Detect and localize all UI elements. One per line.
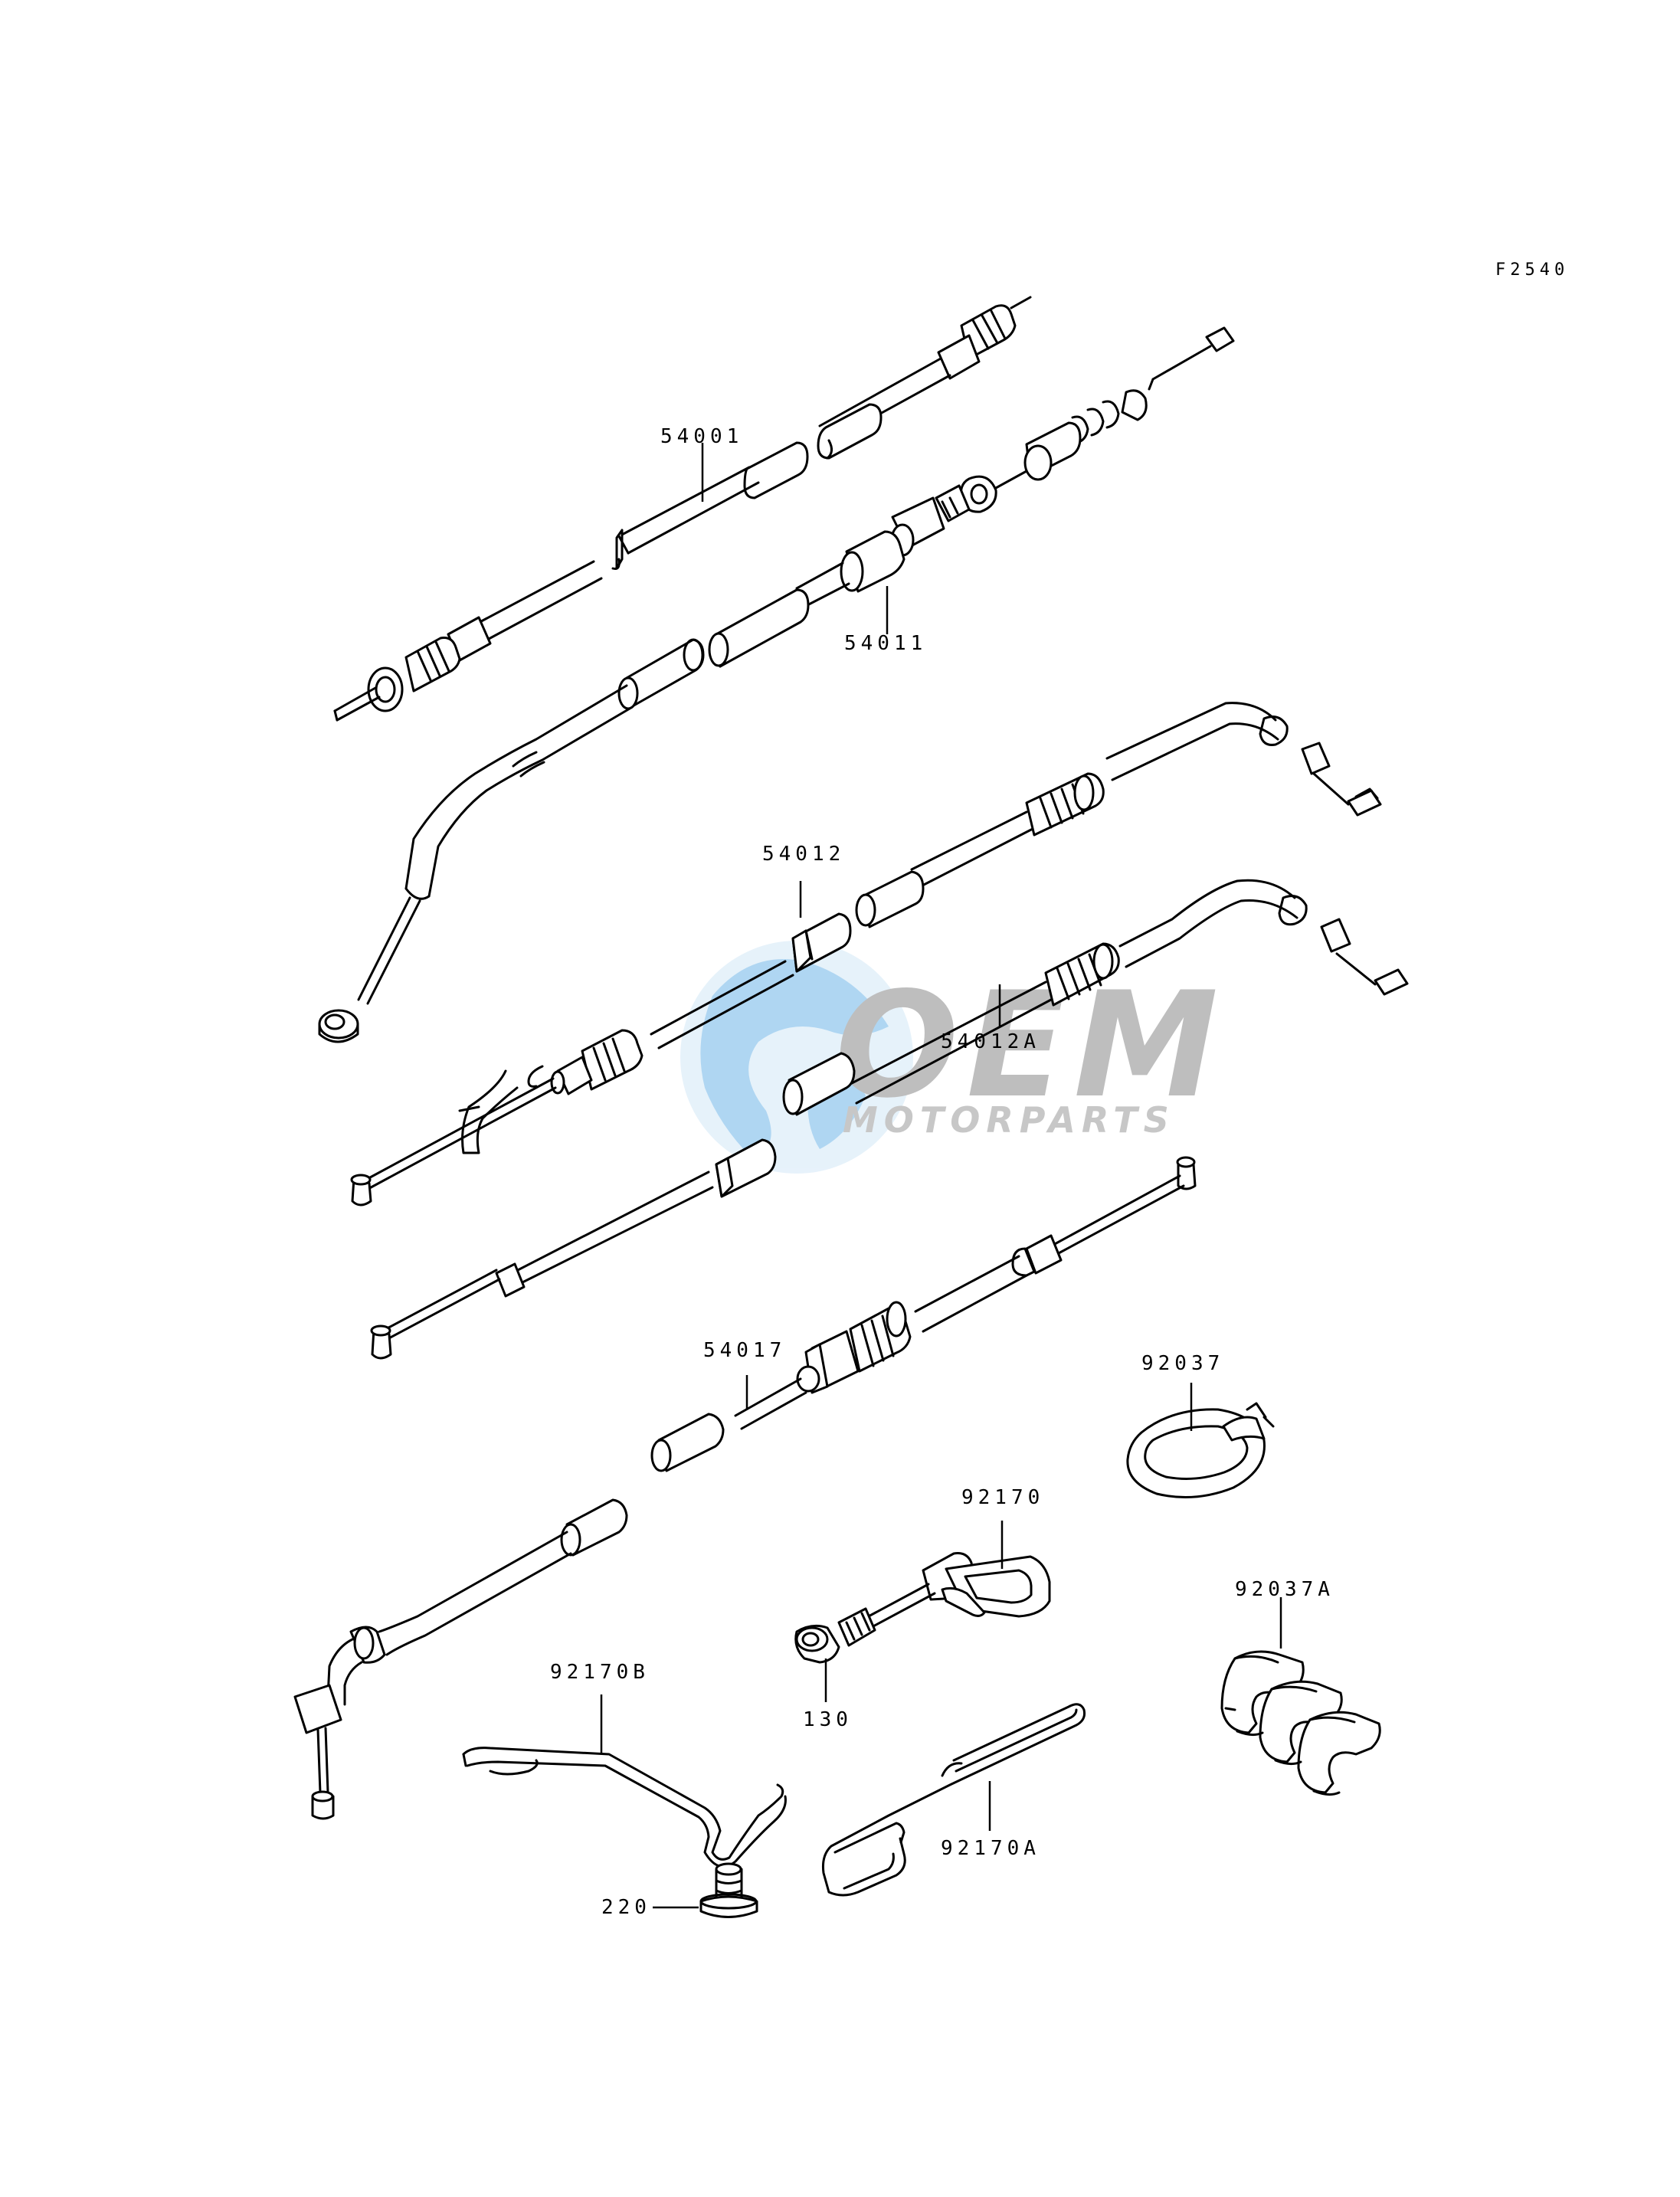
- callout-130[interactable]: 130: [803, 1708, 853, 1731]
- cable-54012: [350, 702, 1382, 1207]
- callout-92170A[interactable]: 92170A: [941, 1837, 1040, 1860]
- callout-92170[interactable]: 92170: [961, 1486, 1045, 1509]
- callout-54011[interactable]: 54011: [844, 632, 928, 655]
- watermark-tagline: MOTORPARTS: [843, 1099, 1175, 1141]
- cable-54012A: [370, 879, 1409, 1360]
- figure-code: F2540: [1495, 260, 1570, 280]
- callout-54001[interactable]: 54001: [660, 425, 744, 448]
- callout-54012[interactable]: 54012: [762, 843, 846, 866]
- clamp-92170A: [822, 1703, 1086, 1897]
- cable-54011: [318, 326, 1235, 1043]
- holder-92037A: [1220, 1650, 1381, 1796]
- callout-92037A[interactable]: 92037A: [1235, 1578, 1335, 1601]
- watermark: OEM MOTORPARTS: [680, 941, 1226, 1174]
- callout-220[interactable]: 220: [601, 1896, 651, 1919]
- cable-54001: [333, 296, 1032, 722]
- bolt-220: [699, 1862, 758, 1918]
- clamp-92170: [794, 1552, 1051, 1664]
- callout-54012A[interactable]: 54012A: [941, 1030, 1040, 1053]
- watermark-brand: OEM: [835, 961, 1226, 1130]
- grommet-92037: [1126, 1402, 1275, 1498]
- cable-54017: [293, 1156, 1197, 1820]
- callout-92170B[interactable]: 92170B: [550, 1661, 650, 1684]
- clamp-92170B: [462, 1747, 787, 1868]
- callout-54017[interactable]: 54017: [703, 1339, 787, 1362]
- leader-lines: [600, 443, 1282, 1909]
- callout-92037[interactable]: 92037: [1141, 1352, 1225, 1375]
